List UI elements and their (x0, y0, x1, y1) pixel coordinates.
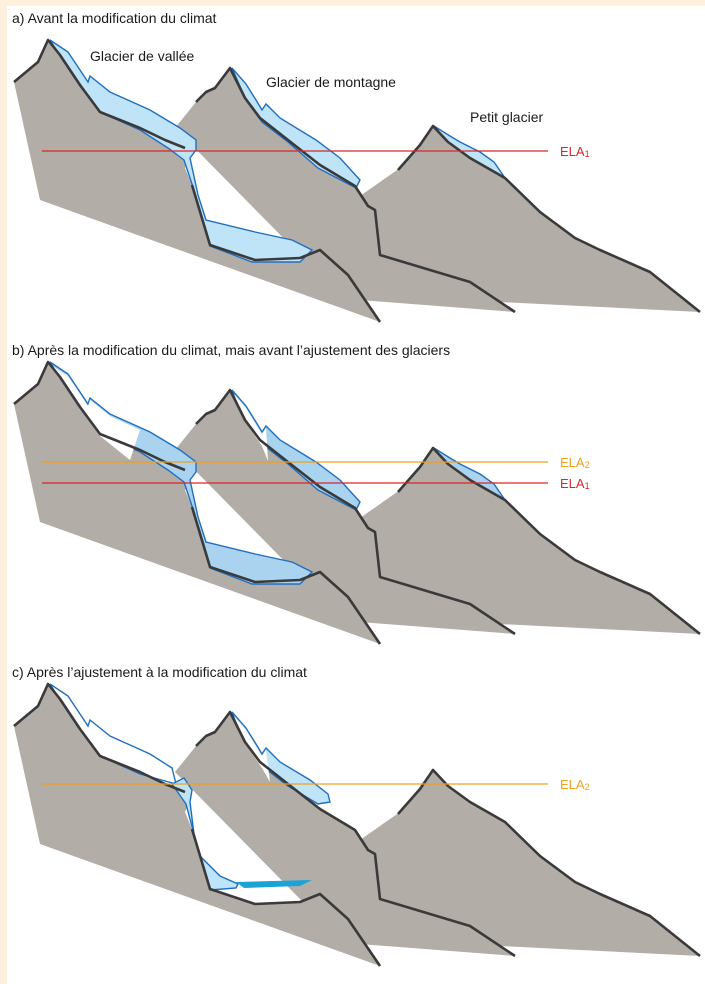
valley-glacier-ice (49, 361, 314, 585)
top-margin-strip (0, 0, 705, 6)
middle-mountain-rock (175, 390, 515, 634)
valley-mountain-rock (14, 362, 380, 644)
ela1-label: ELA1 (560, 476, 590, 491)
small-mountain-rock (360, 126, 700, 312)
ela2-label: ELA2 (560, 777, 590, 792)
small-glacier-label: Petit glacier (470, 109, 543, 125)
panel-b-title: b) Après la modification du climat, mais… (12, 342, 451, 358)
ridge-line (195, 66, 516, 314)
small-mountain-rock (360, 770, 700, 956)
ridge-line (190, 828, 382, 967)
valley-glacier-accumulation (52, 366, 140, 460)
ridge-line (397, 124, 701, 314)
ridge-line (13, 682, 186, 794)
ridge-line (397, 446, 701, 636)
ridge-line (397, 768, 701, 958)
panel-c-title: c) Après l’ajustement à la modification … (12, 664, 307, 680)
ridge-line (195, 710, 516, 958)
small-mountain-rock (360, 448, 700, 634)
ela1-label: ELA1 (560, 144, 590, 159)
valley-mountain-rock (14, 684, 380, 966)
valley-glacier-label: Glacier de vallée (90, 48, 194, 64)
mountain-glacier-ice (231, 67, 361, 189)
panel-c-diagram: ELA2 (13, 682, 701, 967)
mountain-glacier-accumulation (234, 716, 270, 782)
middle-mountain-rock (175, 68, 515, 312)
mountain-glacier-ice (231, 389, 361, 511)
proglacial-lake (236, 880, 312, 888)
valley-mountain-rock (14, 40, 380, 322)
ridge-line (13, 360, 186, 472)
middle-mountain-rock (175, 712, 515, 956)
ela2-label: ELA2 (560, 455, 590, 470)
panel-b-diagram: ELA2 ELA1 (13, 360, 701, 645)
ridge-line (190, 506, 382, 645)
panel-a-title: a) Avant la modification du climat (12, 10, 217, 26)
panel-a-diagram: ELA1 Glacier de vallée Glacier de montag… (13, 38, 701, 323)
mountain-glacier-label: Glacier de montagne (266, 74, 396, 90)
ridge-line (190, 184, 382, 323)
left-margin-strip (0, 0, 7, 984)
ridge-line (195, 388, 516, 636)
ridge-line (13, 38, 186, 150)
